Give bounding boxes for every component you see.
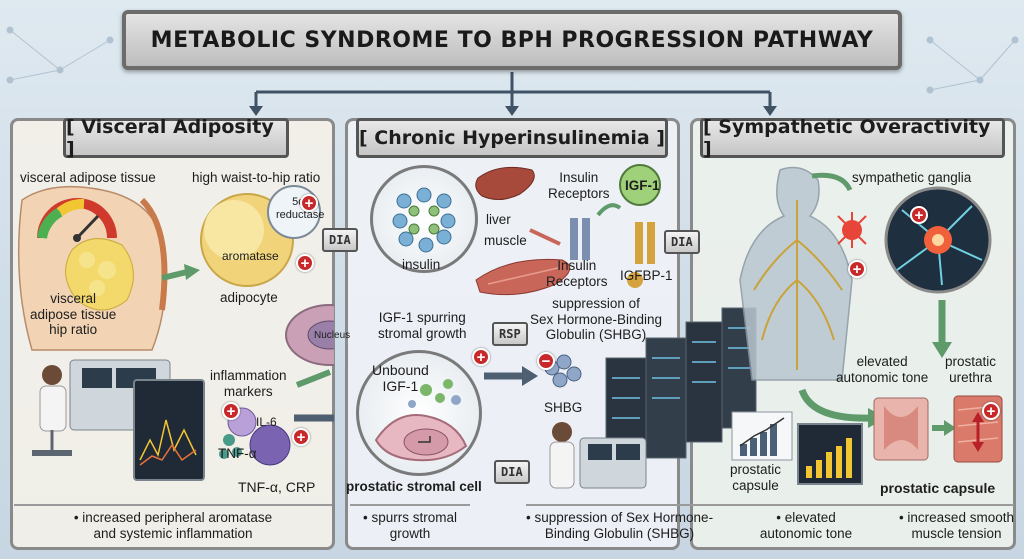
label-waist-hip: high waist-to-hip ratio [192,170,321,185]
plus-icon: + [910,206,928,224]
label-visceral-tissue: visceral adipose tissue [20,170,156,185]
label-shbg: SHBG [544,400,583,415]
label-elevated: elevated autonomic tone [836,354,929,385]
label-il6: IL-6 [256,415,277,429]
label-igfbp1: IGFBP-1 [620,268,673,283]
label-insulin-receptors-bottom: Insulin Receptors [546,258,608,289]
label-suppression: suppression of Sex Hormone-Binding Globu… [530,296,663,343]
shbg-molecule [544,354,582,388]
footer-item: • increased smooth muscle tension [898,510,1014,542]
label-tnf: TNF-α [218,446,257,461]
footer-sympathetic: • suppression of Sex Hormone- Binding Gl… [526,504,1014,542]
plus-icon: + [296,254,314,272]
organs-receptors [475,164,661,296]
plus-icon: + [848,260,866,278]
label-ganglia: sympathetic ganglia [852,170,972,185]
label-capsule-small: prostatic capsule [730,462,782,493]
footer-item: • suppression of Sex Hormone- Binding Gl… [526,510,714,542]
plus-icon: + [300,194,318,212]
label-nucleus: Nucleus [314,330,351,341]
ganglia-icon [837,212,867,248]
sympathetic-illustration [731,166,1003,485]
plus-icon: + [222,402,240,420]
label-muscle: muscle [484,233,527,248]
label-liver: liver [486,212,511,227]
label-urethra: prostatic urethra [945,354,997,385]
title-banner: METABOLIC SYNDROME TO BPH PROGRESSION PA… [122,10,902,70]
page-title: METABOLIC SYNDROME TO BPH PROGRESSION PA… [150,27,874,53]
plus-icon: + [292,428,310,446]
panel-header-adiposity: [ Visceral Adiposity ] [63,116,289,160]
tag-rsp: RSP [492,322,528,346]
insulin-molecule [392,187,456,253]
label-unbound: Unbound IGF-1 [372,362,429,395]
insulin-molecule-circle [370,165,478,273]
plus-icon: + [982,402,1000,420]
tag-dia: DIA [494,460,530,484]
label-igf1-spurring: IGF-1 spurring stromal growth [378,310,467,341]
label-adipocyte: adipocyte [220,290,278,305]
label-capsule-bold: prostatic capsule [880,480,996,496]
panel-header-hyperinsulinemia: [ Chronic Hyperinsulinemia ] [356,118,668,158]
operator-workstation-2 [549,422,647,489]
plus-icon: + [472,348,490,366]
label-tnf-crp: TNF-α, CRP [238,479,316,495]
label-visceral-hip: visceral adipose tissue hip ratio [30,291,117,338]
label-stromal-cell: prostatic stromal cell [346,479,482,494]
footer-hyperinsulinemia: • spurrs stromal growth [350,504,470,542]
minus-icon: − [537,352,555,370]
gauge-icon [37,198,117,242]
label-aromatase: aromatase [222,249,279,263]
label-igf1-top: IGF-1 [625,178,660,193]
tag-dia: DIA [664,230,700,254]
adiposity-illustration [17,185,334,481]
footer-adiposity: • increased peripheral aromatase and sys… [14,504,332,542]
footer-item: • elevated autonomic tone [759,510,853,542]
stromal-cell [374,379,468,462]
arrow-to-shbg [484,366,538,386]
label-insulin-receptors-top: Insulin Receptors [548,170,610,201]
label-insulin: insulin [402,257,441,272]
panel-header-sympathetic: [ Sympathetic Overactivity ] [700,116,1005,160]
label-inflammation: inflammation markers [210,368,287,399]
tag-dia: DIA [322,228,358,252]
